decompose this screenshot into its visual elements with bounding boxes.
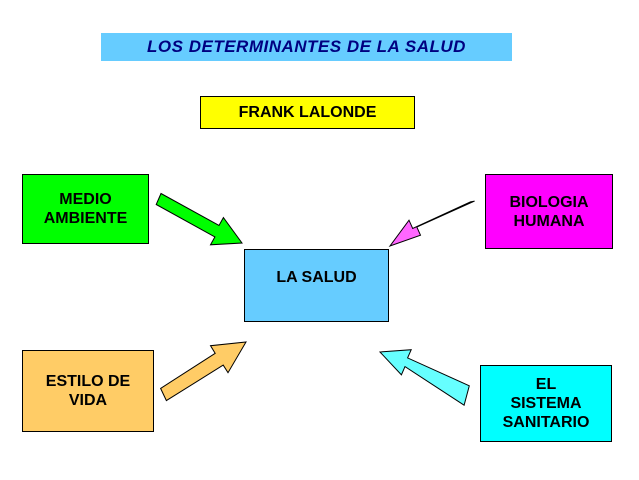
node-medio-ambiente-line-1: MEDIO	[59, 191, 112, 208]
arrow-biologia-humana	[388, 200, 475, 248]
author-label: FRANK LALONDE	[238, 104, 377, 121]
center-label: LA SALUD	[276, 269, 357, 286]
node-sistema-sanitario-line-3: SANITARIO	[502, 414, 590, 431]
arrow-sistema-sanitario	[378, 349, 470, 406]
node-estilo-de-vida-line-2: VIDA	[68, 392, 108, 409]
diagram-title: LOS DETERMINANTES DE LA SALUD	[147, 37, 466, 56]
node-sistema-sanitario: EL SISTEMA SANITARIO	[480, 365, 612, 442]
node-medio-ambiente-line-2: AMBIENTE	[43, 210, 128, 227]
node-biologia-humana-line-1: BIOLOGIA	[509, 193, 589, 211]
title-banner: LOS DETERMINANTES DE LA SALUD	[101, 33, 512, 61]
node-estilo-de-vida-line-1: ESTILO DE	[45, 373, 131, 390]
center-node-la-salud: LA SALUD	[244, 249, 389, 322]
node-estilo-de-vida: ESTILO DE VIDA	[22, 350, 154, 432]
node-biologia-humana-line-2: HUMANA	[513, 212, 585, 230]
author-box: FRANK LALONDE	[200, 96, 415, 129]
node-medio-ambiente: MEDIO AMBIENTE	[22, 174, 149, 244]
arrow-estilo-de-vida	[159, 341, 247, 402]
arrow-medio-ambiente	[155, 192, 243, 246]
node-sistema-sanitario-line-1: EL	[535, 376, 557, 393]
node-biologia-humana: BIOLOGIA HUMANA	[485, 174, 613, 249]
node-sistema-sanitario-line-2: SISTEMA	[510, 395, 582, 412]
